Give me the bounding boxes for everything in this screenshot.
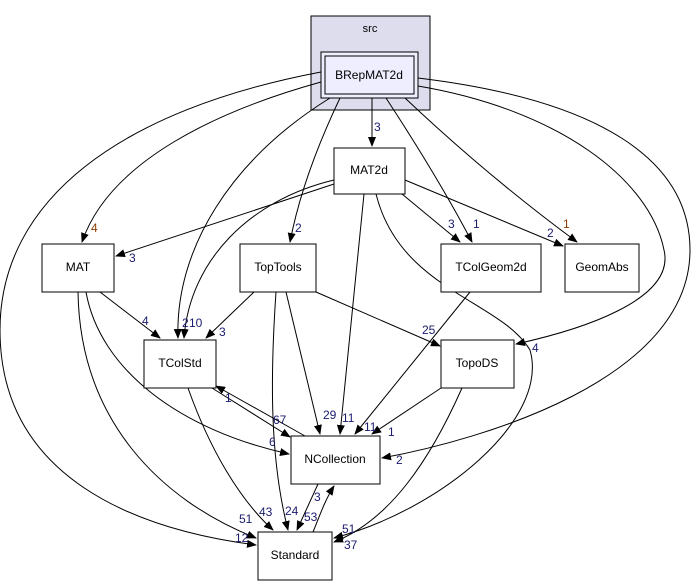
edge [115, 183, 335, 257]
edge-label: 51 [239, 512, 253, 526]
edge-label: 24 [285, 504, 299, 518]
edge-label: 12 [235, 531, 249, 545]
edge-label: 4 [91, 221, 98, 235]
node-label: MAT [66, 260, 91, 274]
edge [187, 387, 274, 531]
edge-label: 4 [532, 341, 539, 355]
edge [381, 77, 691, 461]
edge [77, 291, 257, 539]
edge [211, 387, 291, 438]
edge-label: 11 [342, 411, 355, 425]
edge-labels: 3 4 2 2 10 3 1 3 1 2 4 2 12 4 6 51 3 29 … [91, 120, 570, 552]
cluster-label: src [363, 23, 378, 35]
node-brepmat2d[interactable]: BRepMAT2d [320, 51, 419, 99]
edge [0, 71, 322, 548]
edge [333, 387, 463, 543]
edge [85, 291, 290, 456]
edge-label: 4 [142, 314, 149, 328]
edge [296, 483, 319, 531]
edge-label: 1 [388, 425, 395, 439]
node-mat2d[interactable]: MAT2d [333, 147, 406, 195]
node-mat[interactable]: MAT [41, 243, 115, 293]
node-tcolgeom2d[interactable]: TColGeom2d [440, 243, 542, 293]
edge-label: 1 [563, 217, 570, 231]
edge-label: 37 [344, 538, 358, 552]
edge [271, 291, 290, 531]
edge [404, 97, 578, 243]
edge-label: 67 [273, 413, 287, 427]
edge-label: 10 [189, 316, 203, 330]
node-label: TColGeom2d [455, 260, 526, 274]
node-label: Standard [271, 548, 320, 562]
edge [287, 97, 341, 243]
node-label: NCollection [304, 452, 365, 466]
edge-label: 2 [295, 221, 302, 235]
edge-label: 2 [396, 453, 403, 467]
node-label: TopoDS [456, 356, 499, 370]
edge-label: 3 [374, 120, 381, 134]
edge [205, 291, 255, 339]
edge-label: 25 [422, 323, 436, 337]
edge [336, 193, 365, 435]
edge [312, 485, 335, 533]
edge-label: 1 [473, 217, 480, 231]
node-label: BRepMAT2d [335, 68, 403, 82]
edge [180, 179, 335, 339]
edge [315, 291, 441, 347]
edge [99, 291, 161, 339]
edge [371, 387, 442, 435]
edge-label: 11 [364, 420, 377, 434]
edge-label: 53 [304, 510, 318, 524]
edge-label: 51 [342, 522, 356, 536]
edge-label: 3 [448, 217, 455, 231]
edge-label: 43 [259, 505, 273, 519]
edge-label: 3 [314, 490, 321, 504]
edge [215, 385, 306, 437]
edge-label: 2 [547, 226, 554, 240]
node-toptools[interactable]: TopTools [239, 243, 317, 293]
edge-label: 29 [323, 408, 337, 422]
edge-label: 3 [219, 325, 226, 339]
node-topods[interactable]: TopoDS [440, 339, 515, 389]
edge-label: 2 [182, 316, 189, 330]
node-label: MAT2d [350, 163, 388, 177]
edges [0, 71, 691, 548]
node-label: GeomAbs [575, 260, 628, 274]
node-label: TopTools [254, 260, 301, 274]
node-tcolstd[interactable]: TColStd [143, 339, 217, 389]
node-standard[interactable]: Standard [257, 531, 333, 581]
edge [417, 85, 666, 346]
edge [81, 81, 322, 243]
edge [404, 179, 564, 247]
node-geomabs[interactable]: GeomAbs [564, 243, 640, 293]
edge [385, 97, 473, 243]
node-label: TColStd [158, 356, 201, 370]
edge [354, 291, 471, 435]
node-ncollection[interactable]: NCollection [290, 435, 381, 485]
edge-label: 6 [269, 435, 276, 449]
edge [401, 193, 461, 243]
edge [285, 291, 322, 435]
edge [173, 97, 331, 339]
edge [333, 193, 533, 540]
edge-label: 3 [129, 251, 136, 265]
edge-label: 1 [225, 391, 232, 405]
